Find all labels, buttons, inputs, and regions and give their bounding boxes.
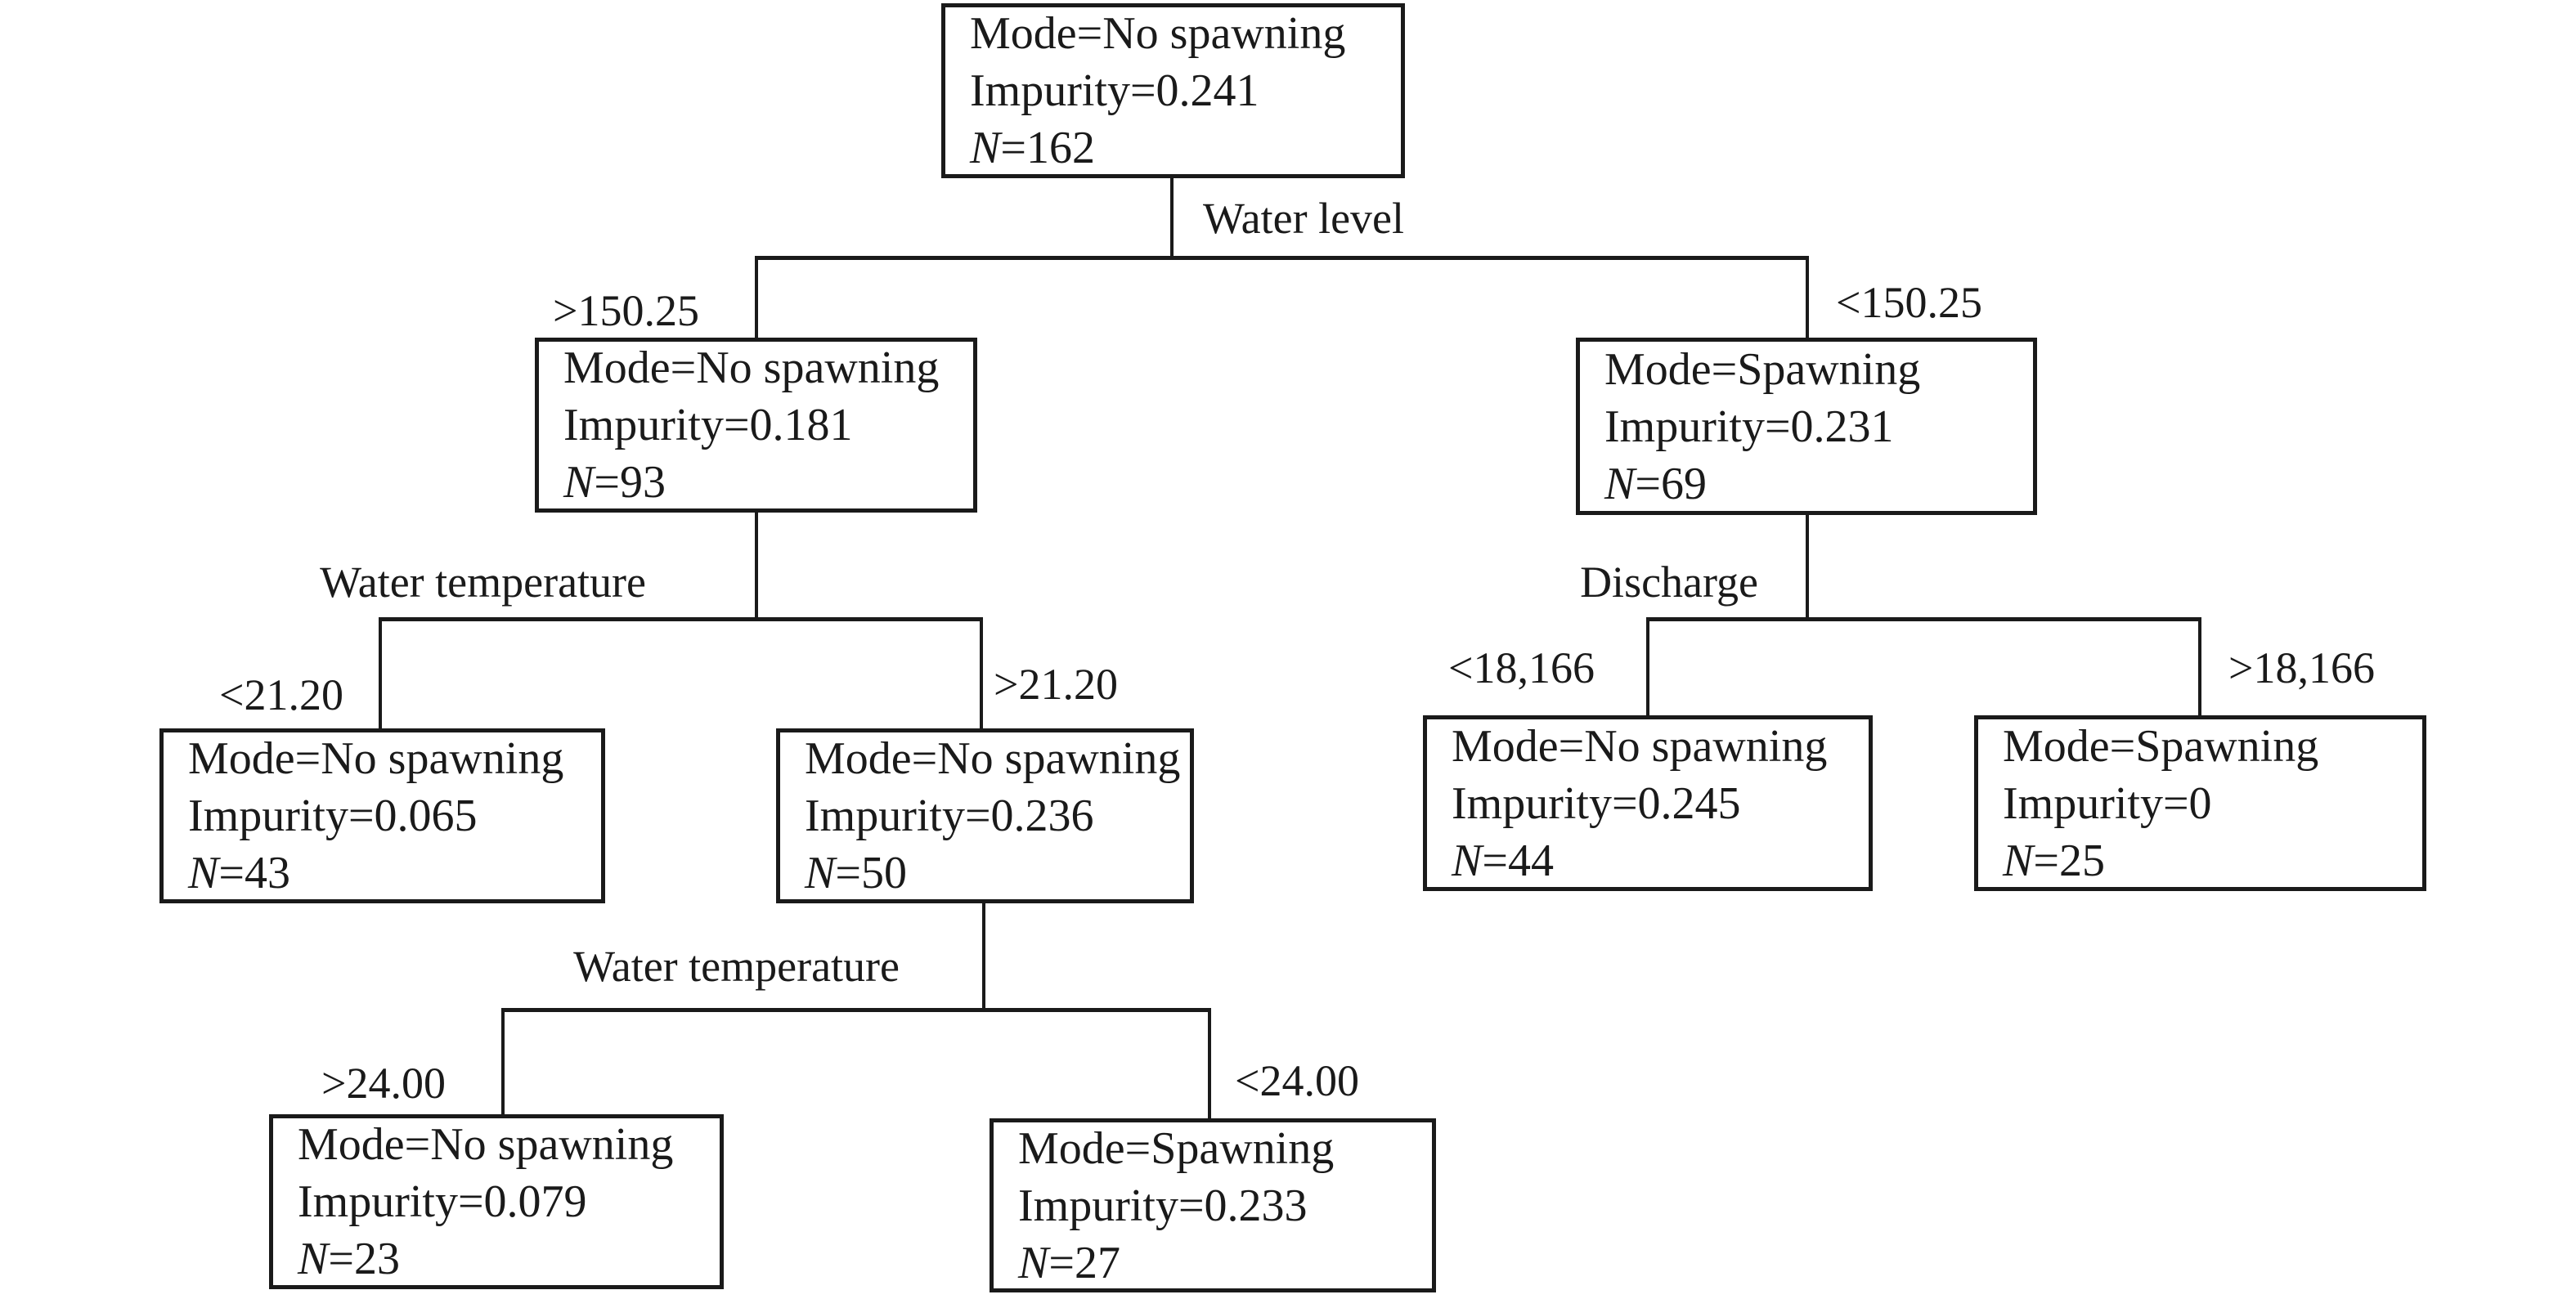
- node-mode-line: Mode=Spawning: [1018, 1122, 1335, 1174]
- node-n-line: N=93: [563, 457, 666, 508]
- node-root: Mode=No spawning Impurity=0.241 N=162: [941, 3, 1405, 178]
- connector-right-node-down: [1806, 513, 1809, 619]
- branch-discharge: [1646, 617, 2201, 621]
- connector-temp2-low-down: [1208, 1008, 1211, 1118]
- leaf-temp2-high: Mode=No spawning Impurity=0.079 N=23: [269, 1114, 724, 1289]
- connector-root-down: [1170, 178, 1174, 258]
- branch-label-lt-18166: <18,166: [1448, 643, 1595, 692]
- node-mode-line: Mode=No spawning: [1452, 720, 1828, 772]
- split-label-discharge: Discharge: [1580, 558, 1758, 607]
- node-impurity-line: Impurity=0.079: [298, 1176, 587, 1227]
- node-n-line: N=162: [970, 123, 1095, 173]
- node-impurity-line: Impurity=0.181: [563, 400, 853, 450]
- node-n-line: N=44: [1452, 835, 1554, 886]
- node-mode-line: Mode=Spawning: [1604, 343, 1921, 395]
- branch-label-gt-150: >150.25: [553, 286, 699, 335]
- node-n-line: N=27: [1018, 1237, 1120, 1288]
- node-impurity-line: Impurity=0.245: [1452, 777, 1741, 829]
- node-temp-high: Mode=No spawning Impurity=0.236 N=50: [776, 728, 1194, 903]
- split-label-water-level: Water level: [1203, 194, 1405, 243]
- node-impurity-line: Impurity=0: [2003, 777, 2212, 829]
- node-n-line: N=50: [805, 848, 907, 898]
- node-mode-line: Mode=No spawning: [298, 1119, 674, 1170]
- branch-label-gt-2400: >24.00: [321, 1059, 446, 1108]
- branch-label-lt-2120: <21.20: [219, 670, 343, 719]
- connector-left-node-down: [755, 511, 758, 619]
- split-label-water-temperature-1: Water temperature: [320, 558, 646, 607]
- branch-label-lt-2400: <24.00: [1235, 1056, 1359, 1105]
- connector-level1-left-down: [755, 256, 758, 338]
- connector-temp-low-down: [379, 617, 382, 728]
- branch-label-gt-2120: >21.20: [994, 660, 1118, 709]
- node-mode-line: Mode=No spawning: [805, 733, 1181, 784]
- node-impurity-line: Impurity=0.241: [970, 65, 1259, 116]
- node-impurity-line: Impurity=0.231: [1604, 401, 1894, 452]
- node-impurity-line: Impurity=0.236: [805, 791, 1094, 841]
- node-n-line: N=25: [2003, 835, 2105, 886]
- connector-temp-high-down: [980, 617, 983, 728]
- connector-level1-right-down: [1806, 256, 1809, 338]
- branch-water-temp2: [501, 1008, 1211, 1012]
- node-mode-line: Mode=No spawning: [188, 733, 564, 784]
- split-label-water-temperature-2: Water temperature: [573, 942, 900, 991]
- node-water-level-gt: Mode=No spawning Impurity=0.181 N=93: [535, 338, 977, 513]
- node-mode-line: Mode=Spawning: [2003, 720, 2319, 772]
- leaf-temp-low: Mode=No spawning Impurity=0.065 N=43: [159, 728, 605, 903]
- connector-mid-node-down: [982, 902, 985, 1010]
- connector-temp2-high-down: [501, 1008, 505, 1114]
- node-mode-line: Mode=No spawning: [563, 343, 940, 393]
- leaf-temp2-low: Mode=Spawning Impurity=0.233 N=27: [990, 1118, 1436, 1292]
- node-n-line: N=23: [298, 1234, 400, 1284]
- node-mode-line: Mode=No spawning: [970, 8, 1346, 59]
- node-n-line: N=69: [1604, 458, 1707, 509]
- connector-discharge-high-down: [2198, 617, 2201, 715]
- branch-level1: [755, 256, 1809, 260]
- branch-water-temp1: [379, 617, 983, 621]
- branch-label-lt-150: <150.25: [1836, 278, 1982, 327]
- node-impurity-line: Impurity=0.065: [188, 791, 478, 841]
- leaf-discharge-high: Mode=Spawning Impurity=0 N=25: [1974, 715, 2426, 891]
- node-water-level-lt: Mode=Spawning Impurity=0.231 N=69: [1576, 338, 2037, 515]
- node-n-line: N=43: [188, 848, 290, 898]
- node-impurity-line: Impurity=0.233: [1018, 1180, 1308, 1231]
- branch-label-gt-18166: >18,166: [2228, 643, 2375, 692]
- leaf-discharge-low: Mode=No spawning Impurity=0.245 N=44: [1423, 715, 1873, 891]
- connector-discharge-low-down: [1646, 617, 1649, 715]
